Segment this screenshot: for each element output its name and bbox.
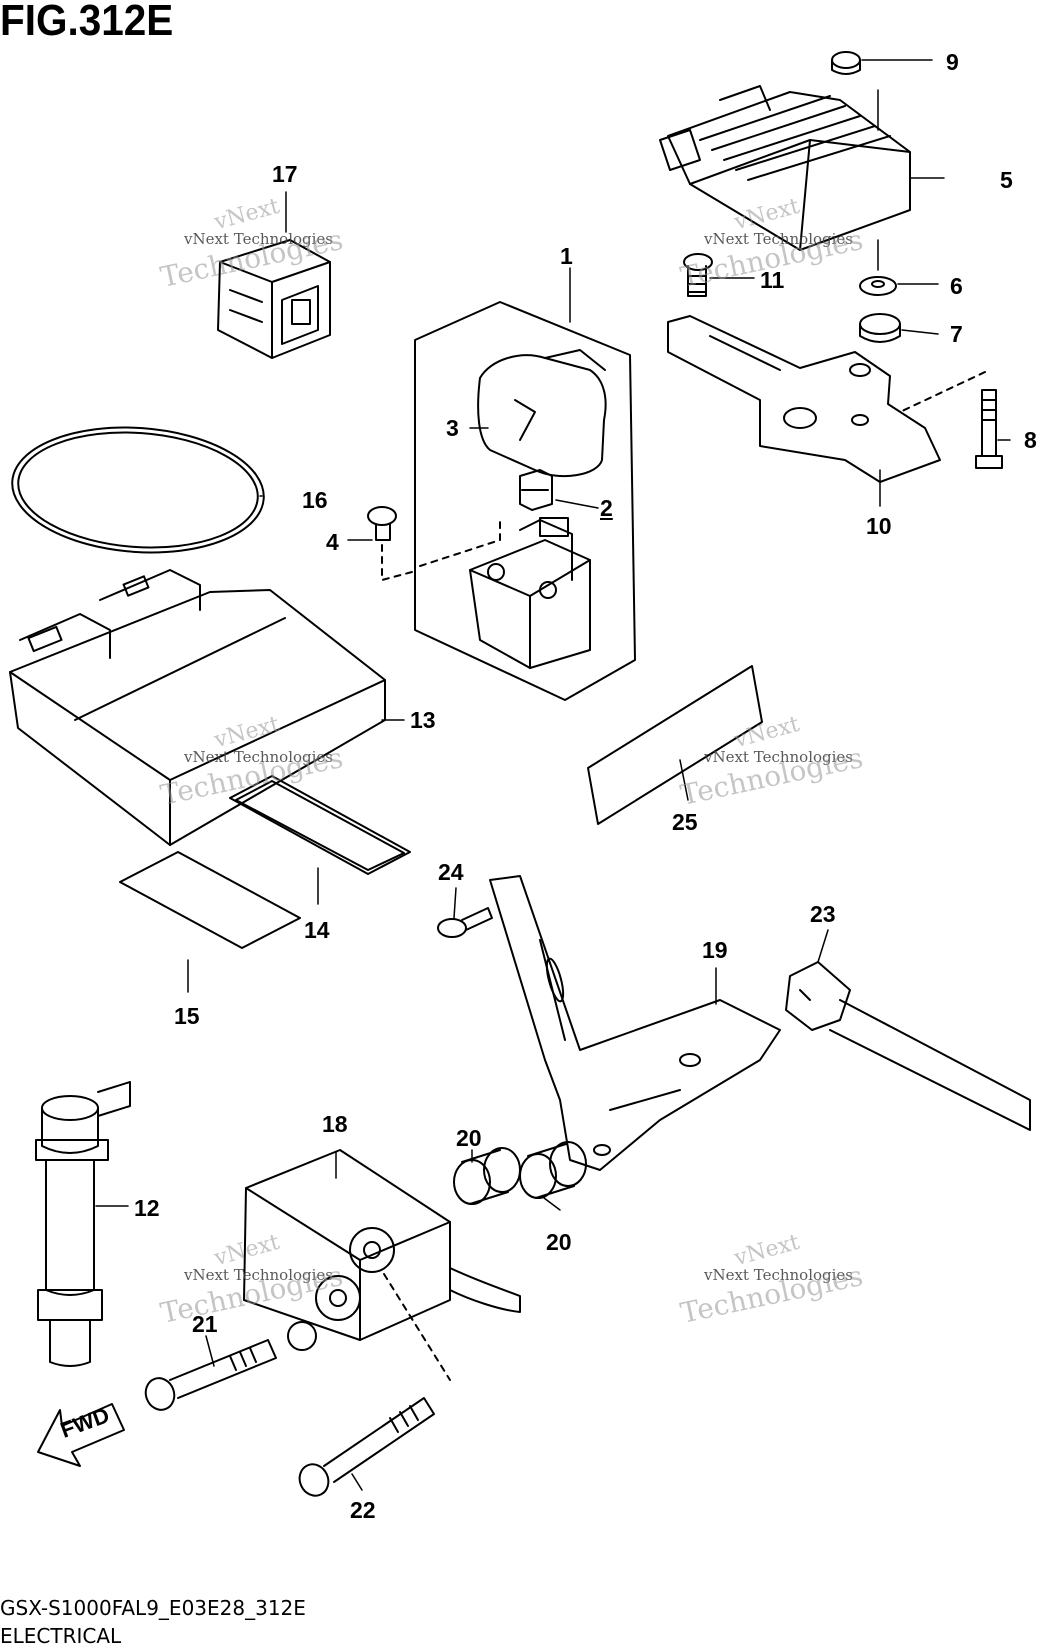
callout-10: 10 xyxy=(866,513,892,539)
part-8-bolt xyxy=(975,389,1003,469)
part-15-sheet xyxy=(119,851,301,949)
part-4-leader xyxy=(381,519,501,581)
part-10-bracket xyxy=(667,315,941,483)
part-8-leader xyxy=(899,371,986,413)
part-2-fuse xyxy=(519,469,553,511)
callout-2: 2 xyxy=(600,495,613,521)
part-25-sheet xyxy=(587,665,763,825)
callout-21: 21 xyxy=(192,1311,218,1337)
callout-5: 5 xyxy=(1000,167,1013,193)
callout-8: 8 xyxy=(1024,427,1037,453)
part-17-connector xyxy=(217,239,331,359)
part-24-bolt xyxy=(437,907,493,938)
part-12-ignition-coil xyxy=(35,1081,131,1367)
callout-20a: 20 xyxy=(456,1125,482,1151)
callout-3: 3 xyxy=(446,415,459,441)
callout-13: 13 xyxy=(410,707,436,733)
callout-1: 1 xyxy=(560,243,573,269)
callout-17: 17 xyxy=(272,161,298,187)
callout-25: 25 xyxy=(672,809,698,835)
callout-11: 11 xyxy=(760,267,785,293)
callout-9: 9 xyxy=(946,49,959,75)
part-9-nut xyxy=(831,51,861,75)
figure-title: FIG.312E xyxy=(0,0,174,45)
part-22-bolt xyxy=(298,1397,435,1497)
callout-7: 7 xyxy=(950,321,963,347)
part-13-ecu xyxy=(9,569,386,846)
part-23-cable-tie xyxy=(785,961,1031,1131)
callout-20b: 20 xyxy=(546,1229,572,1255)
part-19-bracket xyxy=(489,875,781,1171)
callout-4: 4 xyxy=(326,529,339,555)
part-18-servo xyxy=(243,1149,521,1351)
callout-23: 23 xyxy=(810,901,836,927)
callout-19: 19 xyxy=(702,937,728,963)
part-20-collar-b xyxy=(519,1141,587,1199)
callout-16: 16 xyxy=(302,487,328,513)
part-21-bolt xyxy=(144,1339,277,1411)
callout-24: 24 xyxy=(438,859,464,885)
part-22-leader xyxy=(383,1273,451,1381)
callout-6: 6 xyxy=(950,273,963,299)
figure-code: GSX-S1000FAL9_E03E28_312E xyxy=(0,1596,306,1620)
part-7-grommet xyxy=(859,313,901,343)
starter-relay xyxy=(469,517,591,669)
callout-14: 14 xyxy=(304,917,330,943)
callout-18: 18 xyxy=(322,1111,348,1137)
leader-lines xyxy=(95,59,1011,1491)
part-11-bolt xyxy=(683,253,713,297)
part-16-band xyxy=(11,426,265,554)
callout-15: 15 xyxy=(174,1003,200,1029)
section-name: ELECTRICAL xyxy=(0,1624,122,1648)
fwd-arrow-icon xyxy=(37,1403,125,1467)
part-4-screw xyxy=(367,506,397,541)
part-3-cover xyxy=(477,349,607,477)
callout-22: 22 xyxy=(350,1497,376,1523)
part-1-group-outline xyxy=(414,301,636,701)
part-5-regulator xyxy=(659,85,911,251)
part-14-sheet xyxy=(229,775,411,875)
part-20-collar-a xyxy=(453,1147,521,1205)
callout-12: 12 xyxy=(134,1195,160,1221)
part-6-washer xyxy=(859,276,897,296)
